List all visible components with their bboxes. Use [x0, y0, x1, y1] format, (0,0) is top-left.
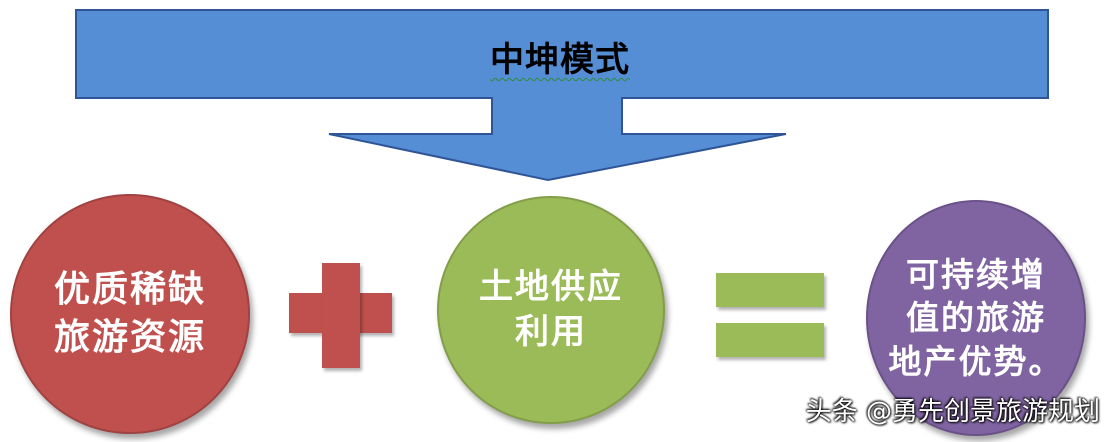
advantage-circle: 可持续增 值的旅游 地产优势。	[866, 200, 1086, 436]
land-circle: 土地供应 利用	[437, 196, 665, 424]
plus-icon-vertical	[322, 263, 360, 368]
resource-circle: 优质稀缺 旅游资源	[10, 194, 250, 434]
equals-icon-lower	[716, 323, 824, 357]
advantage-circle-label: 可持续增 值的旅游 地产优势。	[888, 254, 1064, 381]
diagram-title: 中坤模式	[430, 38, 690, 82]
title-text: 中坤模式	[490, 40, 630, 80]
resource-circle-label: 优质稀缺 旅游资源	[53, 269, 206, 358]
land-circle-label: 土地供应 利用	[479, 267, 623, 352]
watermark: 头条 @勇先创景旅游规划	[805, 397, 1100, 427]
arrow-shape	[75, 9, 1049, 182]
equals-icon	[716, 273, 824, 307]
